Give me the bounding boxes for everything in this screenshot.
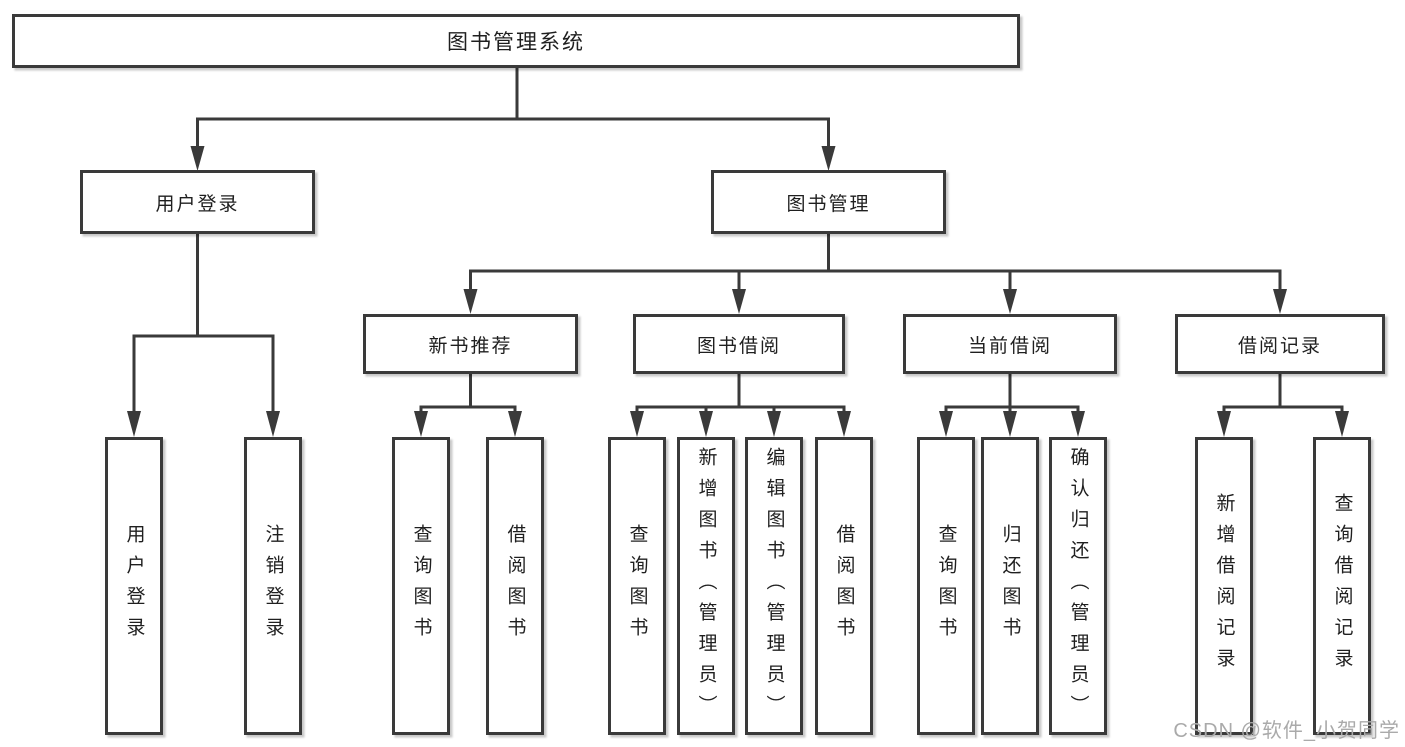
node-borrow-record: 借阅记录 [1175, 314, 1385, 374]
arrowhead [508, 411, 522, 437]
leaf-user-login-label: 用户登录 [123, 524, 145, 648]
leaf-query-book-recommend-label: 查询图书 [410, 524, 432, 648]
leaf-query-book-current: 查询图书 [917, 437, 975, 735]
leaf-add-borrow-record-label: 新增借阅记录 [1213, 493, 1235, 679]
node-book-borrow: 图书借阅 [633, 314, 845, 374]
arrowhead [463, 289, 478, 314]
leaf-user-login: 用户登录 [105, 437, 163, 735]
arrowhead [127, 411, 141, 437]
arrowhead [1273, 289, 1287, 314]
edge-strokes [132, 68, 1344, 414]
node-root-label: 图书管理系统 [447, 31, 585, 54]
watermark: CSDN @软件_小贺同学 [1173, 720, 1400, 742]
leaf-edit-book-admin-label: 编辑图书（管理员） [763, 446, 785, 726]
edge-current-borrow-to-leaves [944, 374, 1080, 414]
arrowhead [699, 411, 713, 437]
leaf-query-borrow-record-label: 查询借阅记录 [1331, 493, 1353, 679]
arrowhead [732, 289, 746, 314]
arrowhead [414, 411, 428, 437]
arrowhead [837, 411, 851, 437]
leaf-query-book-borrow-label: 查询图书 [626, 524, 648, 648]
leaf-add-borrow-record: 新增借阅记录 [1195, 437, 1253, 735]
arrowhead [1003, 289, 1017, 314]
leaf-query-book-borrow: 查询图书 [608, 437, 666, 735]
node-user-login: 用户登录 [80, 170, 315, 234]
leaf-borrow-book-recommend-label: 借阅图书 [504, 524, 526, 648]
node-borrow-record-label: 借阅记录 [1237, 335, 1322, 357]
node-book-borrow-label: 图书借阅 [696, 335, 781, 357]
node-book-management: 图书管理 [711, 170, 946, 234]
leaf-logout-label: 注销登录 [262, 524, 284, 648]
arrowhead [1217, 411, 1231, 437]
node-current-borrow: 当前借阅 [903, 314, 1117, 374]
arrowheads [127, 146, 1349, 437]
arrowhead [1071, 411, 1085, 437]
leaf-add-book-admin: 新增图书（管理员） [677, 437, 735, 735]
arrowhead [190, 146, 205, 171]
leaf-borrow-book-label: 借阅图书 [833, 524, 855, 648]
leaf-borrow-book: 借阅图书 [815, 437, 873, 735]
edge-new-book-rec-to-leaves [419, 374, 517, 414]
leaf-query-book-current-label: 查询图书 [935, 524, 957, 648]
node-root: 图书管理系统 [12, 14, 1020, 68]
leaf-confirm-return-admin-label: 确认归还（管理员） [1067, 446, 1089, 726]
leaf-confirm-return-admin: 确认归还（管理员） [1049, 437, 1107, 735]
node-new-book-recommend: 新书推荐 [363, 314, 578, 374]
leaf-edit-book-admin: 编辑图书（管理员） [745, 437, 803, 735]
arrowhead [266, 411, 280, 437]
arrowhead [630, 411, 644, 437]
edge-borrow-record-to-leaves [1222, 374, 1344, 414]
arrowhead [767, 411, 781, 437]
leaf-return-book-label: 归还图书 [999, 524, 1021, 648]
edge-user-login-to-leaves [132, 234, 275, 414]
arrowhead [939, 411, 953, 437]
arrowhead [1335, 411, 1349, 437]
edge-root-to-level2 [196, 68, 830, 149]
leaf-query-borrow-record: 查询借阅记录 [1313, 437, 1371, 735]
edge-book-borrow-to-leaves [635, 374, 846, 414]
arrowhead [1003, 411, 1017, 437]
edge-book-management-to-level3 [469, 234, 1282, 292]
arrowhead [821, 146, 836, 171]
leaf-logout: 注销登录 [244, 437, 302, 735]
leaf-return-book: 归还图书 [981, 437, 1039, 735]
node-user-login-label: 用户登录 [155, 193, 240, 215]
leaf-borrow-book-recommend: 借阅图书 [486, 437, 544, 735]
node-current-borrow-label: 当前借阅 [967, 335, 1052, 357]
node-book-management-label: 图书管理 [786, 193, 871, 215]
node-new-book-recommend-label: 新书推荐 [428, 335, 513, 357]
leaf-query-book-recommend: 查询图书 [392, 437, 450, 735]
leaf-add-book-admin-label: 新增图书（管理员） [695, 446, 717, 726]
